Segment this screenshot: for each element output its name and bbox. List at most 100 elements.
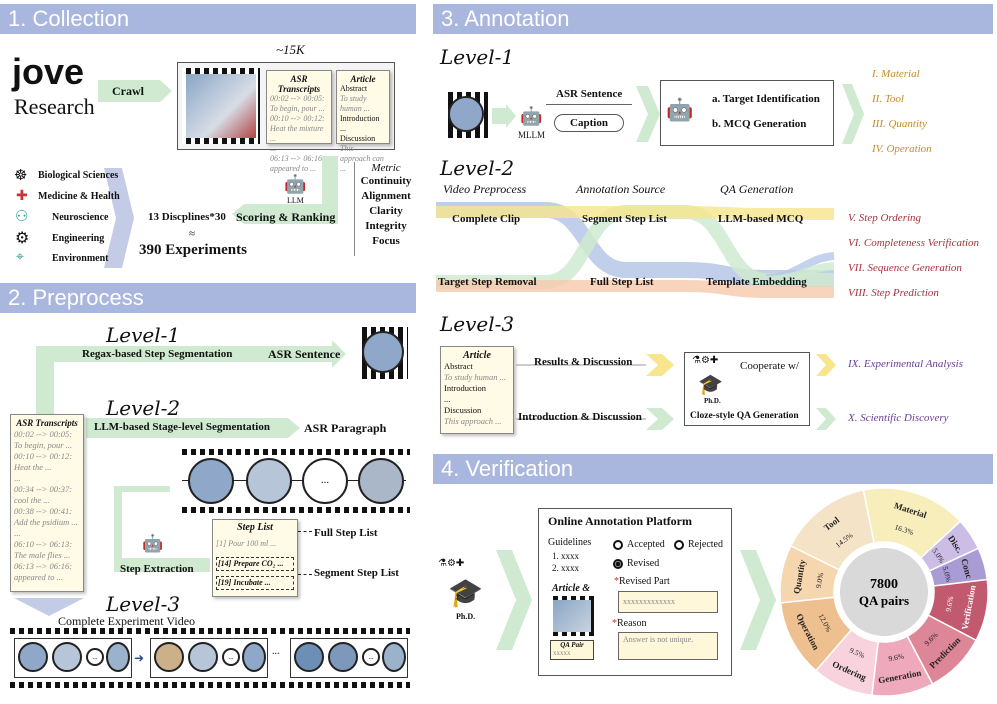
donut-slice-tool — [789, 489, 875, 571]
annotation-level1: Level-1 — [440, 45, 515, 69]
qa-pair-card: QA Pair xxxxx — [550, 640, 594, 660]
section-header-collection: 1. Collection — [0, 4, 416, 34]
paragraph-film-line — [182, 480, 406, 481]
verify-chevron-right — [740, 550, 776, 650]
level2-flow — [436, 200, 836, 300]
asr-sentence-annot: ASR Sentence — [556, 88, 623, 100]
section-header-preprocess: 2. Preprocess — [0, 283, 416, 313]
full-step-list-annot: Full Step List — [590, 276, 654, 288]
verify-chevron-left — [496, 550, 532, 650]
brain-icon: ⚇ — [15, 207, 29, 225]
col-annotation-source: Annotation Source — [576, 182, 666, 196]
complete-clip-label: Complete Clip — [452, 213, 521, 225]
video-clip-2 — [52, 642, 82, 672]
radio-accepted[interactable] — [613, 540, 623, 550]
video-group-1 — [14, 638, 132, 678]
guideline-1: 1. xxxx — [552, 551, 579, 561]
donut-center — [840, 548, 928, 636]
video-arrow-1: ➜ — [134, 651, 145, 665]
llm-label: LLM — [287, 196, 304, 205]
annotation-l1-thumb — [448, 96, 484, 132]
scoring-arrow — [230, 156, 350, 236]
llm-stage-arrow — [86, 418, 300, 438]
output-completeness: VI. Completeness Verification — [848, 237, 980, 249]
qa-distribution-donut: Material16.3%Disc.5.0%Conc5.0%Verificati… — [779, 487, 989, 697]
reason-label: *Reason — [612, 618, 647, 629]
paragraph-clip-3: ... — [302, 458, 348, 504]
mllm-label: MLLM — [518, 130, 545, 140]
full-step-line — [298, 531, 312, 532]
l1-output-chevron — [842, 84, 864, 144]
video-clip-10 — [328, 642, 358, 672]
cooperate-label: Cooperate w/ — [740, 360, 799, 372]
llm-robot-icon: 🤖 — [284, 174, 307, 195]
video-clip-11: ... — [362, 648, 380, 666]
reason-input[interactable]: Answer is not unique. — [618, 632, 718, 660]
annotation-l1-arrow — [492, 104, 516, 128]
location-icon: ⌖ — [16, 249, 24, 265]
donut-value-conc: 5.0% — [941, 565, 954, 582]
approx-sign: ≈ — [189, 228, 196, 240]
output-operation: IV. Operation — [872, 143, 932, 155]
phd-label-annot: Ph.D. — [704, 397, 721, 405]
guideline-2: 2. xxxx — [552, 563, 579, 573]
video-thumbnail — [186, 74, 256, 138]
output-quantity: III. Quantity — [872, 118, 927, 130]
output-sequence-gen: VII. Sequence Generation — [848, 262, 962, 274]
disciplines-formula: 13 Discplines*30 — [148, 211, 226, 223]
verify-phd-icon: 🎓 — [448, 576, 483, 609]
intro-arrow — [516, 408, 674, 430]
discipline-neuro: Neuroscience — [52, 212, 109, 223]
cloze-label: Cloze-style QA Generation — [690, 411, 799, 421]
target-removal-label: Target Step Removal — [438, 276, 537, 288]
output-tool: II. Tool — [872, 93, 904, 105]
output-step-prediction: VIII. Step Prediction — [848, 287, 939, 299]
segment-step-list-annot: Segment Step List — [582, 213, 667, 225]
disciplines-chevron — [104, 168, 134, 268]
complete-video-label: Complete Experiment Video — [58, 614, 196, 628]
crawl-arrow — [98, 80, 172, 102]
crawl-label: Crawl — [112, 84, 144, 98]
video-clip-3: ... — [86, 648, 104, 666]
radio-revised[interactable] — [613, 559, 623, 569]
video-clip-4 — [106, 642, 130, 672]
llm-mcq-label: LLM-based MCQ — [718, 213, 804, 225]
col-qa-generation: QA Generation — [720, 182, 794, 196]
donut-value-quantity: 9.0% — [814, 572, 826, 589]
video-clip-7: ... — [222, 648, 240, 666]
donut-value-verification: 9.6% — [944, 595, 956, 612]
annotation-l1-chevron — [636, 86, 660, 142]
revised-part-input[interactable]: xxxxxxxxxxxxx — [618, 591, 718, 613]
medicine-icon: ✚ — [16, 188, 28, 204]
asr-sentence-line — [546, 104, 632, 105]
llm-stage-label: LLM-based Stage-level Segmentation — [94, 421, 270, 433]
output-step-ordering: V. Step Ordering — [848, 212, 922, 224]
results-discussion-label: Results & Discussion — [534, 356, 633, 368]
step-extraction-arrow — [114, 486, 210, 572]
video-ellipsis: ... — [272, 646, 280, 657]
template-embedding-label: Template Embedding — [706, 276, 807, 288]
radio-rejected[interactable] — [674, 540, 684, 550]
level3-down-arrow — [14, 598, 84, 616]
discipline-bio: Biological Sciences — [38, 170, 119, 181]
video-clip-8 — [242, 642, 266, 672]
step-robot-icon: 🤖 — [142, 534, 164, 554]
video-group-3 — [290, 638, 408, 678]
revised-label: Revised — [627, 558, 660, 569]
video-clip-12 — [382, 642, 406, 672]
video-clip-9 — [294, 642, 324, 672]
discipline-eng: Engineering — [52, 233, 105, 244]
segment-step-list-label: Segment Step List — [314, 567, 399, 579]
rejected-label: Rejected — [688, 539, 723, 550]
revised-part-label: *Revised Part — [614, 576, 670, 587]
asr-transcript-doc: ASR Transcripts 00:02 --> 00:05: To begi… — [266, 70, 332, 173]
paragraph-clip-1 — [188, 458, 234, 504]
segment-step-line — [298, 574, 312, 575]
asr-transcripts-doc: ASR Transcripts 00:02 --> 00:05: To begi… — [10, 414, 84, 592]
results-arrow — [516, 354, 674, 376]
preprocess-level1: Level-1 — [106, 323, 181, 347]
verify-video-thumb — [553, 600, 591, 632]
platform-title: Online Annotation Platform — [548, 514, 693, 528]
video-group-2 — [150, 638, 268, 678]
video-clip-5 — [154, 642, 184, 672]
